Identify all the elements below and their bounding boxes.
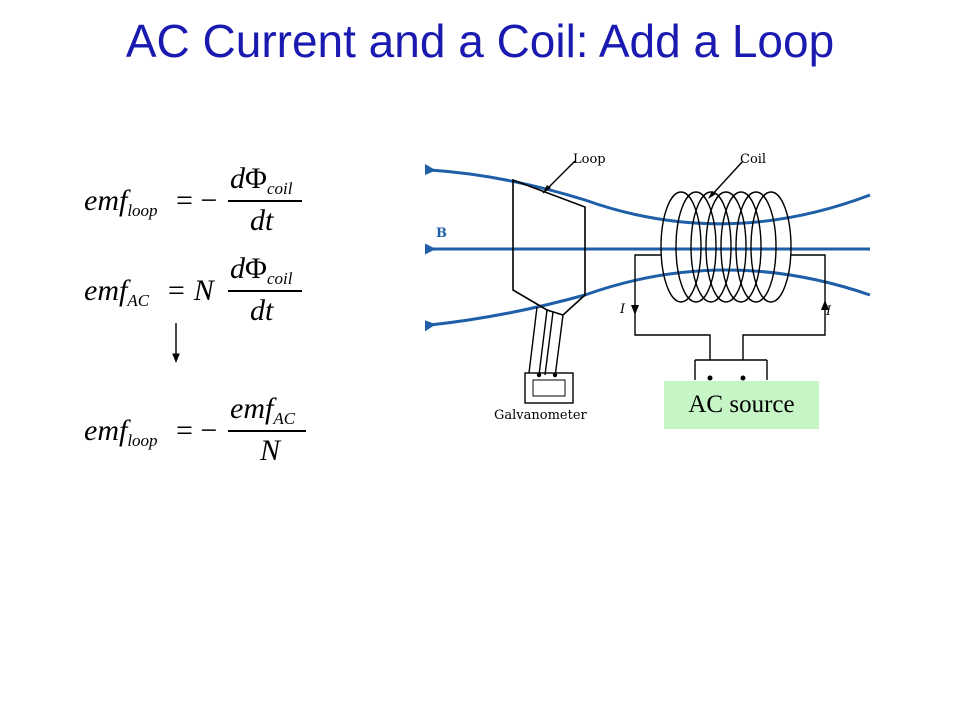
eq1-denominator: dt xyxy=(250,204,274,237)
eq1-relation: = − xyxy=(176,184,218,217)
field-line-bottom xyxy=(425,268,871,343)
current-label-right: I xyxy=(826,304,832,319)
eq3-fraction-bar xyxy=(228,430,306,432)
eq2-numerator: dΦcoil xyxy=(230,252,293,288)
eq1-lhs: emfloop xyxy=(84,184,158,220)
loop-label: Loop xyxy=(573,152,606,167)
eq1-fraction-bar xyxy=(228,200,302,202)
equation-ac-flux: emfAC = N dΦcoil dt xyxy=(84,252,314,332)
eq3-lhs: emfloop xyxy=(84,414,158,450)
eq1-numerator: dΦcoil xyxy=(230,162,293,198)
coil-circuit-wire xyxy=(634,254,711,360)
coil-loop-diagram xyxy=(425,153,871,404)
coil-label: Coil xyxy=(740,152,767,167)
eq3-relation: = − xyxy=(176,414,218,447)
field-line-top xyxy=(425,153,871,226)
ac-source-label: AC source xyxy=(664,381,819,429)
down-arrow-icon xyxy=(172,323,180,363)
slide-title: AC Current and a Coil: Add a Loop xyxy=(125,15,835,67)
galvanometer-box xyxy=(524,372,574,404)
equation-loop-flux: emfloop = − dΦcoil dt xyxy=(84,162,314,242)
eq3-denominator: N xyxy=(260,434,281,467)
eq2-relation: = N xyxy=(166,274,214,307)
current-label-left: I xyxy=(620,302,626,317)
eq2-lhs: emfAC xyxy=(84,274,150,310)
eq2-fraction-bar xyxy=(228,290,302,292)
eq2-denominator: dt xyxy=(250,294,274,327)
field-label: B xyxy=(436,226,447,241)
galvanometer-label: Galvanometer xyxy=(494,408,587,423)
equation-loop-ac: emfloop = − emfAC N xyxy=(84,392,324,472)
coil-shape xyxy=(660,191,792,303)
eq3-numerator: emfAC xyxy=(230,392,296,428)
